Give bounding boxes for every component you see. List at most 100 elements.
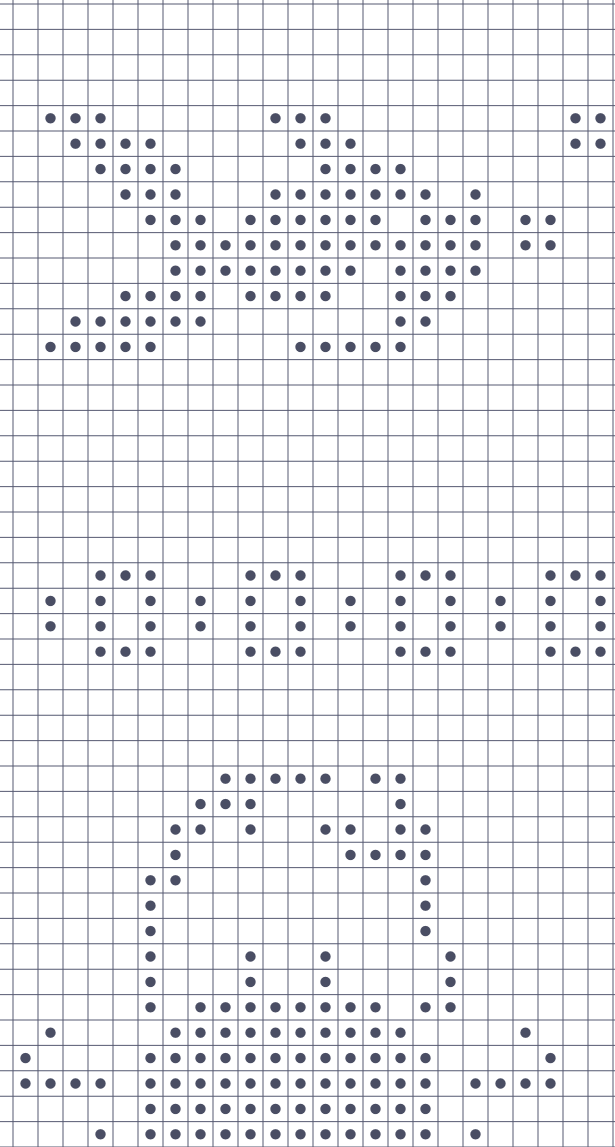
stitch-dot [145,1078,155,1088]
stitch-dot [320,164,330,174]
stitch-dot [395,1053,405,1063]
stitch-dot [270,570,280,580]
stitch-dot [95,596,105,606]
stitch-dot [420,875,430,885]
stitch-dot [320,774,330,784]
stitch-dot [545,570,555,580]
stitch-dot [95,1078,105,1088]
stitch-dot [145,1002,155,1012]
stitch-dot [195,1104,205,1114]
stitch-dot [145,1129,155,1139]
stitch-dot [320,951,330,961]
stitch-dot [220,240,230,250]
stitch-dot [545,647,555,657]
stitch-dot [320,1104,330,1114]
stitch-dot [420,316,430,326]
stitch-dot [170,850,180,860]
stitch-dot [145,977,155,987]
stitch-dot [420,850,430,860]
stitch-dot [445,570,455,580]
stitch-dot [345,1129,355,1139]
stitch-dot [170,164,180,174]
stitch-dot [245,621,255,631]
stitch-dot [420,901,430,911]
stitch-dot [270,113,280,123]
stitch-dot [395,316,405,326]
stitch-dot [145,1104,155,1114]
stitch-dot [445,266,455,276]
stitch-dot [370,1053,380,1063]
stitch-dot [170,1129,180,1139]
stitch-dot [245,240,255,250]
stitch-dot [545,621,555,631]
stitch-dot [295,621,305,631]
stitch-dot [320,113,330,123]
stitch-dot [170,316,180,326]
stitch-dot [345,189,355,199]
stitch-dot [345,824,355,834]
stitch-dot [145,901,155,911]
stitch-dot [95,316,105,326]
stitch-dot [420,1053,430,1063]
stitch-dot [145,215,155,225]
stitch-dot [245,1028,255,1038]
stitch-dot [345,266,355,276]
stitch-dot [120,316,130,326]
stitch-dot [145,596,155,606]
stitch-dot [345,215,355,225]
stitch-dot [270,215,280,225]
stitch-dot [395,621,405,631]
stitch-dot [245,215,255,225]
stitch-dot [570,113,580,123]
stitch-dot [95,570,105,580]
stitch-dot [345,139,355,149]
stitch-dot [520,1078,530,1088]
stitch-dot [120,189,130,199]
stitch-dot [245,1078,255,1088]
stitch-dot [70,139,80,149]
stitch-dot [470,215,480,225]
stitch-dot [270,240,280,250]
stitch-dot [420,647,430,657]
stitch-dot [145,1053,155,1063]
stitch-dot [395,291,405,301]
stitch-dot [395,824,405,834]
stitch-dot [395,1129,405,1139]
stitch-dot [370,1002,380,1012]
stitch-dot [320,1078,330,1088]
stitch-dot [395,647,405,657]
stitch-dot [420,926,430,936]
stitch-dot [45,1028,55,1038]
stitch-dot [195,291,205,301]
stitch-dot [145,189,155,199]
stitch-dot [270,1053,280,1063]
stitch-dot [270,291,280,301]
stitch-dot [70,342,80,352]
stitch-dot [145,291,155,301]
stitch-dot [170,824,180,834]
stitch-dot [95,342,105,352]
stitch-dot [570,570,580,580]
stitch-dot [295,240,305,250]
stitch-dot [420,189,430,199]
stitch-dot [370,164,380,174]
stitch-dot [45,1078,55,1088]
stitch-dot [595,139,605,149]
stitch-dot [220,799,230,809]
stitch-dot [470,189,480,199]
stitch-dot [145,875,155,885]
stitch-dot [345,850,355,860]
stitch-dot [45,621,55,631]
stitch-dot [370,1104,380,1114]
stitch-dot [495,596,505,606]
stitch-dot [370,189,380,199]
stitch-dot [120,139,130,149]
stitch-dot [95,647,105,657]
stitch-dot [345,596,355,606]
stitch-dot [545,215,555,225]
stitch-dot [145,164,155,174]
stitch-dot [295,215,305,225]
stitch-dot [95,113,105,123]
stitch-dot [520,215,530,225]
stitch-dot [145,951,155,961]
